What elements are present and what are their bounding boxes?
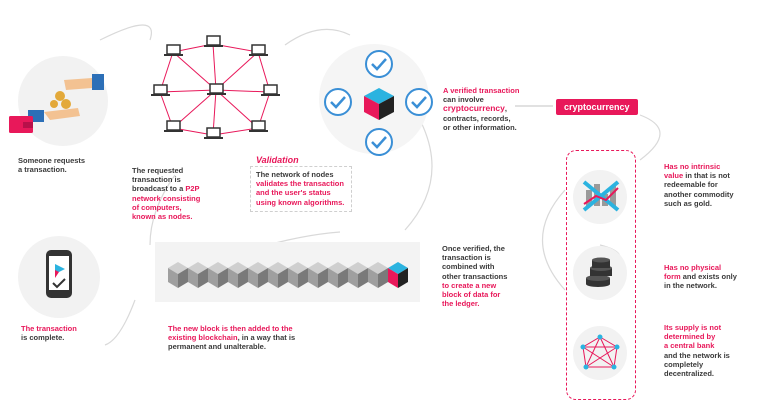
checkmark-icon <box>365 50 393 78</box>
laptop-icon <box>164 44 183 56</box>
combine-text: Once verified, the transaction is combin… <box>442 244 508 309</box>
chain-block-cube <box>368 262 388 288</box>
chain-block-cube <box>168 262 188 288</box>
crossed-chart-icon <box>582 180 620 212</box>
chain-block-cube <box>228 262 248 288</box>
chain-block-cube <box>288 262 308 288</box>
chain-block-cube <box>188 262 208 288</box>
validation-box <box>250 166 352 212</box>
property-3-text: Its supply is not determined by a centra… <box>664 323 730 379</box>
added-text: The new block is then added to the exist… <box>168 324 296 352</box>
laptop-icon <box>164 120 183 132</box>
property-1-text: Has no intrinsic value in that is not re… <box>664 162 734 208</box>
crypto-properties-frame <box>566 150 636 400</box>
laptop-icon <box>204 127 223 139</box>
verified-text: A verified transaction can involve crypt… <box>443 86 520 132</box>
new-block-cube <box>388 262 408 288</box>
complete-text: The transaction is complete. <box>21 324 77 343</box>
chain-block-cube <box>308 262 328 288</box>
laptop-icon <box>204 35 223 47</box>
laptop-icon <box>249 44 268 56</box>
laptop-icon <box>207 83 226 95</box>
laptop-icon <box>249 120 268 132</box>
validation-title: Validation <box>256 155 299 165</box>
chain-block-cube <box>348 262 368 288</box>
laptop-icon <box>151 84 170 96</box>
chain-block-cube <box>328 262 348 288</box>
coin-stack-icon <box>586 257 612 287</box>
property-2-text: Has no physical form and exists only in … <box>664 263 737 291</box>
network-polygon-icon <box>580 334 620 370</box>
checkmark-icon <box>365 128 393 156</box>
step2-text: The requested transaction is broadcast t… <box>132 166 201 222</box>
chain-block-cube <box>268 262 288 288</box>
chain-block-cube <box>248 262 268 288</box>
cryptocurrency-badge: cryptocurrency <box>556 99 638 115</box>
cube-icon <box>364 88 394 120</box>
laptop-icon <box>261 84 280 96</box>
checkmark-icon <box>324 88 352 116</box>
checkmark-icon <box>405 88 433 116</box>
validation-text: The network of nodes validates the trans… <box>256 170 345 207</box>
chain-block-cube <box>208 262 228 288</box>
